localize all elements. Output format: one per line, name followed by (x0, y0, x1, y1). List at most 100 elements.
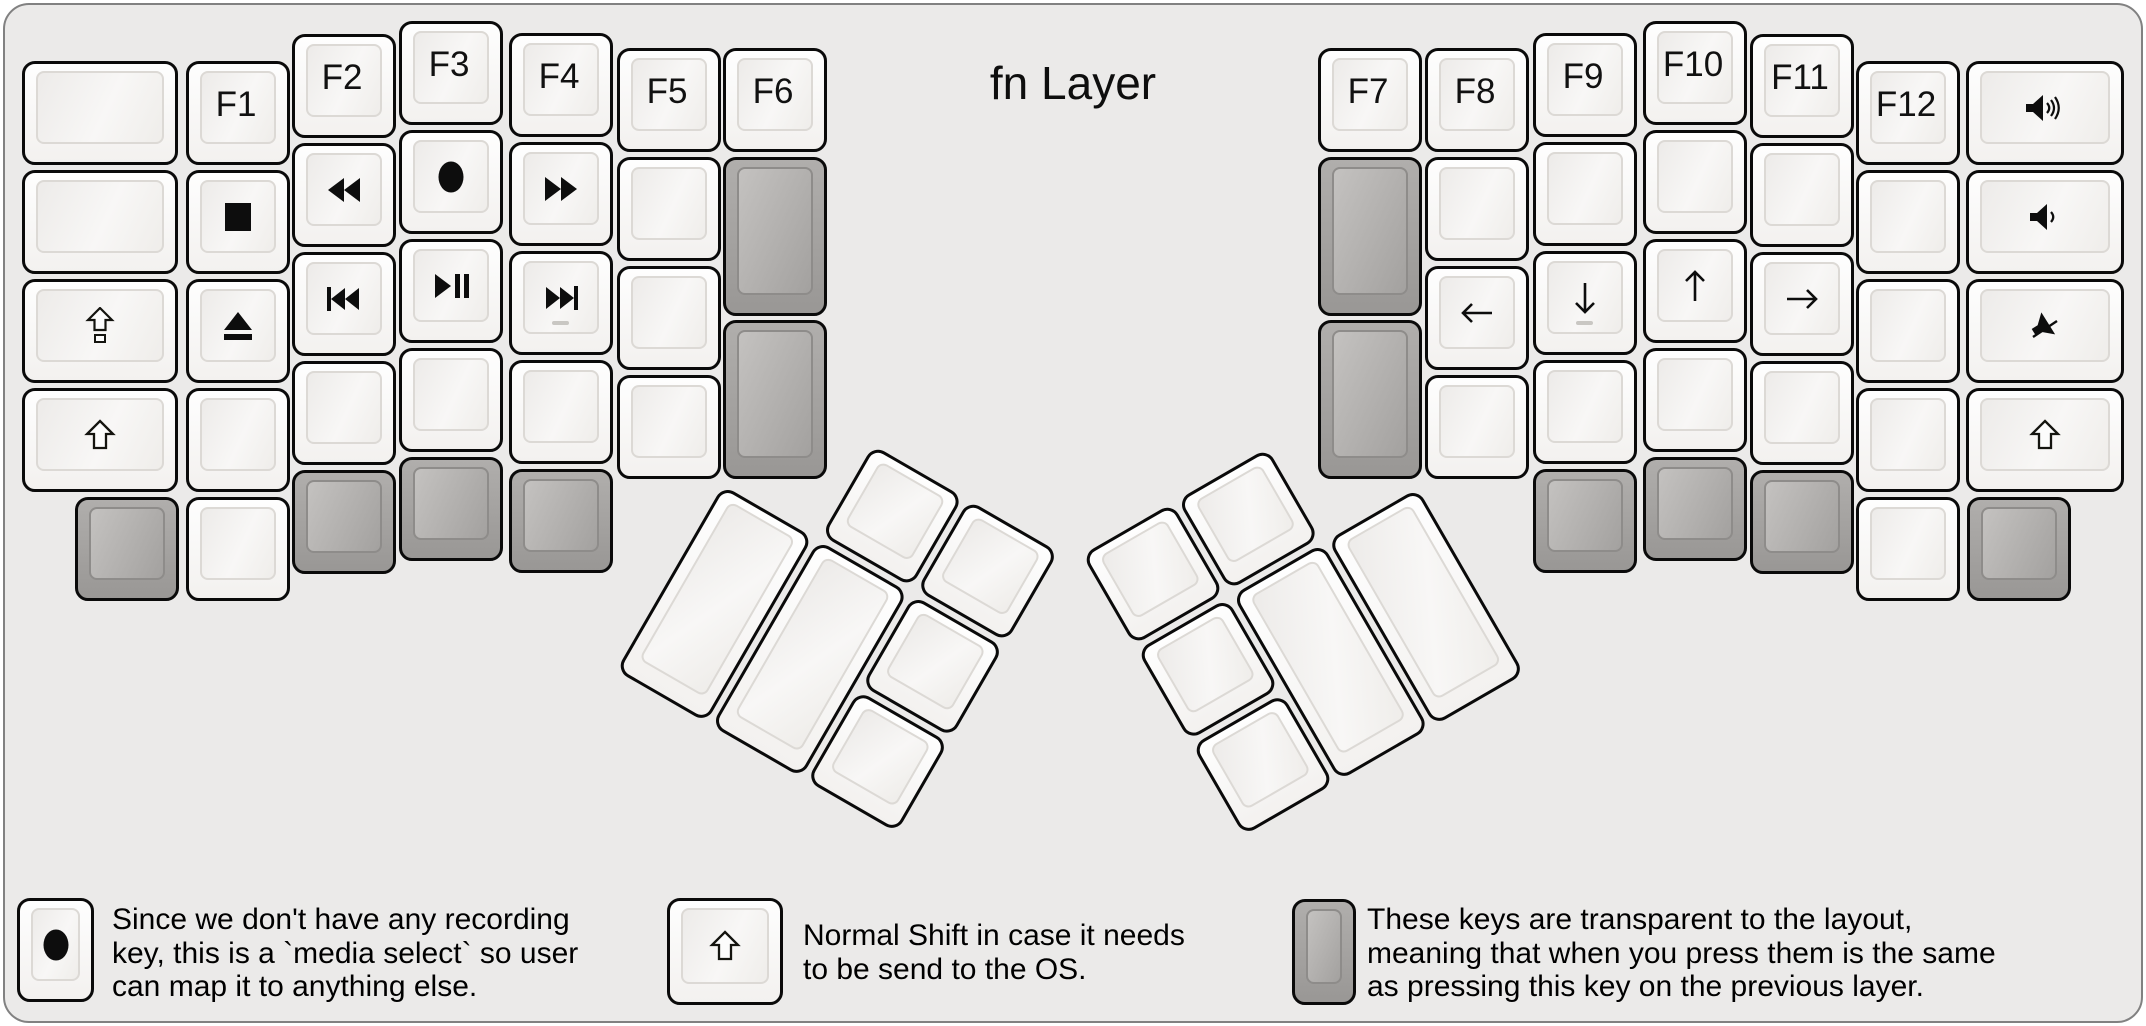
key-shift-left (22, 388, 178, 492)
keycap-face (1870, 507, 1946, 580)
key-transparent (1318, 157, 1422, 316)
key-arrow-right (1750, 252, 1854, 356)
key-blank (1856, 279, 1960, 383)
key-blank (1856, 497, 1960, 601)
key-blank (1643, 130, 1747, 234)
key-transparent (1533, 469, 1637, 573)
keycap-face: F1 (200, 71, 276, 144)
key-play-pause (399, 239, 503, 343)
rewind-icon (327, 177, 361, 203)
key-label: F4 (538, 56, 580, 96)
legend-text-line: meaning that when you press them is the … (1367, 936, 1996, 970)
key-label: F10 (1662, 44, 1724, 84)
keycap-face (523, 261, 599, 334)
keycap-face: F3 (413, 31, 489, 104)
legend-text-line: key, this is a `media select` so user (112, 936, 579, 970)
shift-icon (709, 930, 741, 962)
keycap-face (306, 480, 382, 553)
legend-text-line: can map it to anything else. (112, 970, 478, 1003)
key-transparent (1643, 457, 1747, 561)
key-f5: F5 (617, 48, 721, 152)
keycap-face (1439, 276, 1515, 349)
key-prev-track (292, 252, 396, 356)
next-track-icon (543, 285, 579, 311)
keycap-face (1657, 358, 1733, 431)
keycap-face (306, 153, 382, 226)
key-label: F12 (1875, 84, 1937, 124)
keycap-face (523, 152, 599, 225)
keycap-face (631, 167, 707, 240)
key-blank (1856, 388, 1960, 492)
key-transparent (292, 470, 396, 574)
keycap-face (36, 180, 164, 253)
key-f11: F11 (1750, 34, 1854, 138)
key-blank (186, 388, 290, 492)
keycap-face (1306, 909, 1342, 984)
key-arrow-left (1425, 266, 1529, 370)
fast-forward-icon (544, 176, 578, 202)
key-blank (1750, 143, 1854, 247)
play-pause-icon (433, 273, 469, 299)
key-record (399, 130, 503, 234)
arrow-down-icon (1573, 281, 1597, 315)
keycap-face (1980, 71, 2110, 144)
keycap-face (631, 276, 707, 349)
key-label: F2 (321, 57, 363, 97)
keycap-face (1439, 167, 1515, 240)
key-label: F5 (646, 71, 688, 111)
key-f10: F10 (1643, 21, 1747, 125)
keycap-face (1657, 249, 1733, 322)
caps-lock-icon (85, 306, 115, 345)
key-blank (1425, 375, 1529, 479)
key-transparent (723, 157, 827, 316)
keycap-face: F7 (1332, 58, 1408, 131)
key-blank (22, 170, 178, 274)
key-label: F9 (1562, 56, 1604, 96)
key-f9: F9 (1533, 33, 1637, 137)
keycap-face (1764, 153, 1840, 226)
keycap-face (1547, 261, 1623, 334)
volume-up-icon (2024, 93, 2066, 123)
legend-text-line: to be send to the OS. (803, 952, 1087, 986)
keycap-face (1547, 152, 1623, 225)
eject-icon (222, 311, 254, 341)
key-volume-up (1966, 61, 2124, 165)
arrow-left-icon (1460, 301, 1494, 325)
homing-bar (1576, 321, 1593, 325)
keycap-face (200, 507, 276, 580)
homing-bar (552, 321, 569, 325)
keycap-face (36, 289, 164, 362)
keycap-face (1764, 262, 1840, 335)
arrow-right-icon (1785, 287, 1819, 311)
key-shift-right (1966, 388, 2124, 492)
keycap-face (306, 262, 382, 335)
keycap-face (1439, 385, 1515, 458)
record-icon (42, 928, 70, 962)
key-fast-forward (509, 142, 613, 246)
keycap-face (1547, 370, 1623, 443)
keycap-face (413, 467, 489, 540)
keycap-face (1870, 289, 1946, 362)
keycap-face (200, 180, 276, 253)
key-blank (617, 266, 721, 370)
keycap-face: F9 (1547, 43, 1623, 116)
key-blank (1856, 170, 1960, 274)
keycap-face (1764, 480, 1840, 553)
key-transparent (399, 457, 503, 561)
key-blank (292, 361, 396, 465)
legend-key-record (17, 898, 94, 1002)
keycap-face (523, 370, 599, 443)
keycap-face (413, 249, 489, 322)
key-f3: F3 (399, 21, 503, 125)
keycap-face (737, 330, 813, 458)
key-blank (22, 61, 178, 165)
keycap-face (36, 398, 164, 471)
key-label: F7 (1347, 71, 1389, 111)
key-label: F11 (1771, 57, 1829, 97)
keycap-face (681, 908, 769, 984)
keycap-face (1981, 507, 2057, 580)
keycap-face (89, 507, 165, 580)
